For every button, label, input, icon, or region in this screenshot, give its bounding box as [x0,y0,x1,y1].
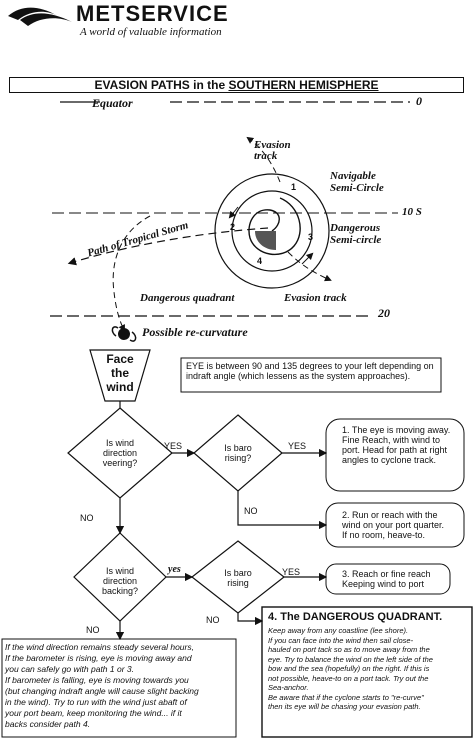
steady-line: If the barometer is rising, eye is movin… [5,653,192,663]
dangerous-quadrant-title: 4. The DANGEROUS QUADRANT. [268,611,443,623]
equator-label: Equator [92,96,133,110]
dangerous-semicircle-label: Dangerous Semi-circle [330,222,382,246]
steady-line: your port beam, keep monitoring the wind… [5,708,182,718]
dq-line: If you can face into the wind then sail … [268,635,414,645]
cyclone-diagram [50,101,410,342]
result-1: 1. The eye is moving away. Fine Reach, w… [342,425,451,465]
evasion-track-top-label: Evasion track [254,139,291,162]
recurvature-path [112,215,151,332]
steady-line: (but changing indraft angle will cause s… [5,686,199,696]
path-number-4: 4 [257,256,263,266]
result-2-line-2: If no room, heave-to. [342,530,426,540]
question-baro-rising-2: Is baro rising [224,568,252,588]
navigable-semicircle-label: Navigable Semi-Circle [330,170,384,194]
question-veering: Is wind direction veering? [102,438,138,468]
steady-line: in the wind). Try to run with the wind j… [5,697,187,707]
lat-20-label: 20 [378,306,390,320]
title-prefix: EVASION PATHS in the [94,78,229,92]
no-label-2: NO [244,506,258,516]
steady-line: If barometer is falling, eye is moving t… [5,675,189,685]
dangerous-quadrant-label: Dangerous quadrant [140,292,235,304]
evasion-track-bottom-label: Evasion track [284,292,347,304]
path-number-2: 2 [230,222,236,232]
tagline: A world of valuable information [80,26,222,38]
yes-handwritten-label: yes [168,564,181,575]
outer-circle [214,173,330,289]
flowchart [1,349,473,738]
start-shape [89,349,151,402]
metservice-logo [8,7,72,26]
yes-label-2: YES [288,441,307,451]
dq-line: hauled on port tack so as to move away f… [268,645,430,654]
recurvature-label: Possible re-curvature [142,325,248,339]
evasion-track-down [287,251,332,282]
path-number-3: 3 [308,232,314,242]
evasion-track-up [246,136,281,183]
dq-line: bow and the sea (hopefully) on the right… [268,664,430,673]
dq-line: Sea-anchor. [268,683,309,692]
dq-line: Keep away from any coastline (lee shore)… [268,626,409,635]
question-backing: Is wind direction backing? [101,566,139,596]
cyclone-symbol-icon [111,326,137,342]
brand-name: METSERVICE [76,1,229,26]
result-2-line-1: 2. Run or reach with the wind on your po… [342,510,445,530]
dangerous-quadrant-text: Keep away from any coastline (lee shore)… [268,626,470,712]
no-label-1: NO [80,513,94,523]
cyclone-spiral [248,197,301,256]
yes-label-1: YES [164,441,183,451]
steady-line: backs consider path 4. [5,719,91,729]
steady-line: you can safely go with path 1 or 3. [5,664,134,674]
path-number-1: 1 [291,182,297,192]
lat-0-label: 0 [416,94,422,108]
dq-line: Be aware that if the cyclone starts to "… [268,692,424,702]
result-3: 3. Reach or fine reach Keeping wind to p… [342,569,431,589]
page-title: EVASION PATHS in the SOUTHERN HEMISPHERE [9,77,464,93]
no-label-3: NO [86,625,100,635]
steady-line: If the wind direction remains steady sev… [5,642,194,652]
no-label-4: NO [206,615,220,625]
dq-line: then its eye will be chasing your evasio… [268,702,421,711]
steady-wind-text: If the wind direction remains steady sev… [5,642,237,730]
eye-note: EYE is between 90 and 135 degrees to you… [186,361,434,381]
dq-line: eye. Try to balance the wind on the left… [268,654,433,664]
question-baro-rising: Is baro rising? [224,443,252,463]
dangerous-quadrant-hatch [255,231,276,250]
title-emphasis: SOUTHERN HEMISPHERE [228,78,379,92]
lat-10-label: 10 S [402,206,422,218]
yes-label-3: YES [282,567,301,577]
start-label: Face the wind [106,352,134,394]
storm-path [67,227,269,266]
dq-line: not possible, heave-to on a port tack. T… [268,673,429,683]
